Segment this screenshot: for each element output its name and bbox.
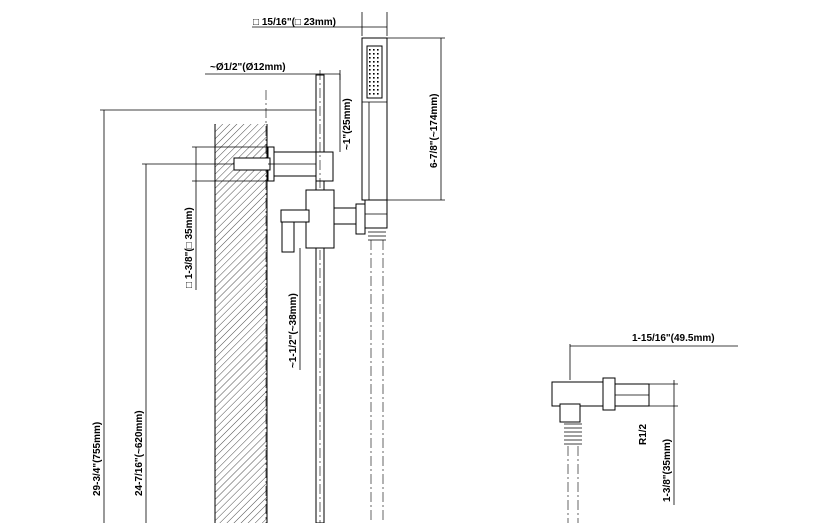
dim-head-height: 6-7/8"(~174mm) [387, 37, 445, 201]
dim-slider-gap-label: ~1-1/2"(~38mm) [288, 293, 299, 368]
shower-hose [368, 227, 386, 523]
dim-elbow-depth-label: 1-15/16"(49.5mm) [632, 333, 715, 344]
slider-holder [280, 189, 388, 253]
dim-bracket-square-label: □ 1-3/8"(□ 35mm) [184, 207, 195, 288]
dim-bar-height: 24-7/16"(~620mm) [134, 163, 234, 523]
wall-section [214, 124, 268, 523]
dim-bracket-square: □ 1-3/8"(□ 35mm) [184, 146, 268, 290]
dim-bar-height-label: 24-7/16"(~620mm) [134, 410, 145, 496]
dim-slider-gap: ~1-1/2"(~38mm) [288, 248, 301, 370]
wall-elbow-detail [551, 377, 650, 523]
hand-shower [361, 37, 388, 201]
dim-hose-diameter-label: ~Ø1/2"(Ø12mm) [210, 62, 286, 73]
dim-elbow-square: 1-3/8"(35mm) [662, 380, 675, 505]
dim-elbow-thread: R1/2 [638, 383, 678, 445]
upper-wall-bracket [233, 146, 334, 182]
dim-head-height-label: 6-7/8"(~174mm) [429, 93, 440, 168]
dim-total-height: 29-3/4"(755mm) [92, 109, 316, 523]
slide-bar [315, 70, 325, 523]
dim-elbow-depth: 1-15/16"(49.5mm) [569, 333, 738, 380]
dim-elbow-square-label: 1-3/8"(35mm) [662, 439, 673, 502]
dim-arm-offset: ~1"(25mm) [339, 74, 353, 152]
dim-head-width: □ 15/16"(□ 23mm) [252, 12, 388, 36]
dim-total-height-label: 29-3/4"(755mm) [92, 422, 103, 496]
dim-elbow-thread-label: R1/2 [638, 423, 649, 445]
dim-arm-offset-label: ~1"(25mm) [342, 98, 353, 150]
dim-head-width-label: □ 15/16"(□ 23mm) [253, 17, 336, 28]
